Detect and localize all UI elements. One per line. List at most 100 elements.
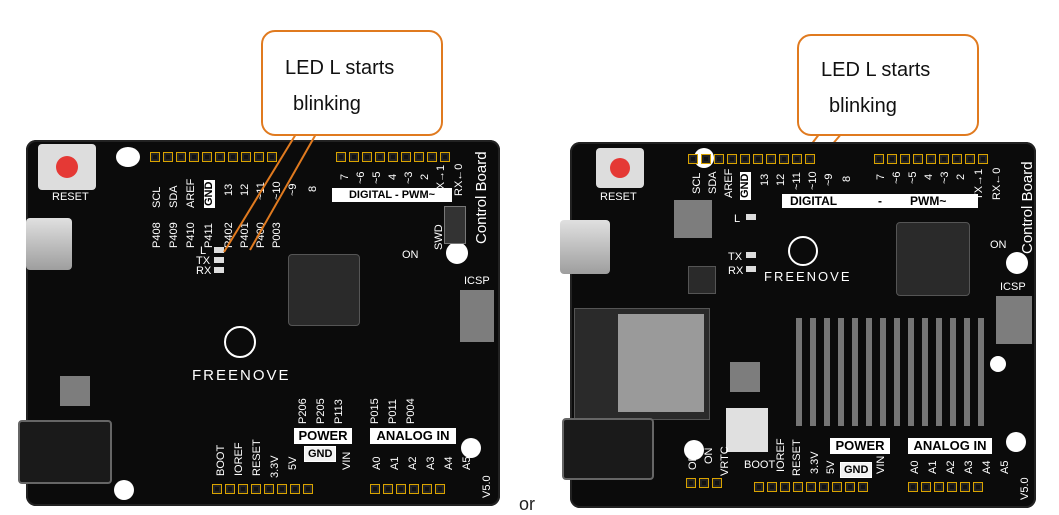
mcu-chip [288, 254, 360, 326]
usb-c-port [560, 220, 610, 274]
reset-button-cap [56, 156, 78, 178]
p400-label: P400 [255, 222, 267, 248]
power-label: POWER [294, 428, 352, 444]
3v3-label: 3.3V [269, 455, 281, 478]
control-board-1: RESET SCL SDA AREF GND 13 12 ~11 ~10 ~9 … [18, 140, 500, 506]
mounting-hole [684, 440, 704, 460]
led-rx [746, 266, 756, 272]
pin-10-label: ~10 [807, 171, 819, 190]
a5-label: A5 [999, 460, 1011, 474]
freenove-logo-text: FREENOVE [764, 269, 852, 284]
led-l-label: L [200, 245, 207, 257]
callout-led-l-1: LED L starts blinking [261, 30, 443, 136]
boot-label: BOOT [744, 459, 776, 471]
reset-button[interactable] [38, 144, 96, 190]
5v-label: 5V [825, 460, 837, 474]
scl-label: SCL [151, 186, 163, 208]
analog-in-label: ANALOG IN [370, 428, 456, 444]
p409-label: P409 [168, 222, 180, 248]
a2-label: A2 [407, 456, 419, 470]
led-matrix [796, 318, 986, 426]
led-l [214, 247, 224, 253]
pin-10-label: ~10 [271, 181, 283, 200]
version-label: V5.0 [481, 475, 493, 498]
a5-label: A5 [461, 456, 473, 470]
freenove-logo-text: FREENOVE [192, 367, 291, 384]
header-pins-analog [370, 484, 445, 494]
pin-3-label: ~3 [403, 171, 415, 184]
or-separator: or [519, 494, 536, 514]
pin-5-label: ~5 [907, 171, 919, 184]
callout-led-l-2: LED L starts blinking [797, 34, 979, 136]
aref-label: AREF [723, 168, 735, 198]
5v-label: 5V [287, 456, 299, 470]
ioref-label: IOREF [775, 438, 787, 472]
a4-label: A4 [981, 460, 993, 474]
mcu-chip [896, 222, 970, 296]
dc-jack [18, 420, 112, 484]
freenove-logo-icon [224, 326, 256, 358]
power-gnd-label: GND [840, 462, 873, 478]
pin-2-label: 2 [419, 173, 431, 180]
mounting-hole [116, 147, 140, 167]
pin-2-label: 2 [955, 173, 967, 180]
p205-label: P205 [315, 398, 327, 424]
icsp-header [460, 290, 494, 342]
rx0-label: RX←0 [991, 167, 1003, 200]
reset-button-cap [610, 158, 630, 178]
swd-header [444, 206, 466, 244]
header-block [674, 200, 712, 238]
led-tx [214, 257, 224, 263]
pwm-label: PWM~ [910, 194, 947, 208]
sda-label: SDA [168, 185, 180, 208]
usb-c-port [26, 218, 72, 270]
gnd-label: GND [739, 171, 751, 200]
pin-6-label: ~6 [355, 171, 367, 184]
pin-13-label: 13 [759, 173, 771, 186]
sda-label: SDA [707, 171, 719, 194]
header-pins-analog [908, 482, 983, 492]
mounting-hole [1006, 432, 1026, 452]
p003-label: P003 [271, 222, 283, 248]
p206-label: P206 [297, 398, 309, 424]
a3-label: A3 [963, 460, 975, 474]
pin-11-label: ~11 [791, 172, 803, 190]
on-switch-label: ON [703, 447, 715, 465]
reset-button[interactable] [596, 148, 644, 188]
mounting-hole [114, 480, 134, 500]
reset-pin-label: RESET [251, 439, 263, 476]
a3-label: A3 [425, 456, 437, 470]
a0-label: A0 [909, 460, 921, 474]
led-rx-label: RX [196, 265, 212, 277]
power-gnd-label: GND [304, 446, 337, 462]
a4-label: A4 [443, 456, 455, 470]
header-pins-top-right [874, 154, 988, 164]
pin-13-label: 13 [223, 183, 235, 196]
p113-label: P113 [333, 399, 345, 424]
p011-label: P011 [387, 399, 399, 424]
reset-pin-label: RESET [791, 439, 803, 476]
control-board-2: RESET SCL SDA AREF GND 13 12 ~11 ~10 ~9 … [560, 142, 1036, 508]
vin-label: VIN [341, 451, 353, 470]
pin-8-label: 8 [307, 185, 319, 192]
voltage-regulator [60, 376, 90, 406]
a2-label: A2 [945, 460, 957, 474]
dc-jack [562, 418, 654, 480]
led-tx [746, 252, 756, 258]
control-board-label: Control Board [473, 151, 490, 244]
mounting-hole [461, 438, 481, 458]
icsp-label: ICSP [464, 275, 490, 287]
power-regulator [726, 408, 768, 452]
scl-label: SCL [691, 172, 703, 194]
a1-label: A1 [389, 456, 401, 470]
led-l [746, 214, 756, 220]
p410-label: P410 [185, 222, 197, 248]
header-pins-top-right [336, 152, 450, 162]
pin-12-label: 12 [775, 173, 787, 186]
rtc-switch-pins[interactable] [686, 478, 722, 488]
pin-5-label: ~5 [371, 171, 383, 184]
led-rx [214, 267, 224, 273]
vrtc-label: VRTC [719, 446, 731, 476]
pin-4-label: 4 [387, 173, 399, 180]
